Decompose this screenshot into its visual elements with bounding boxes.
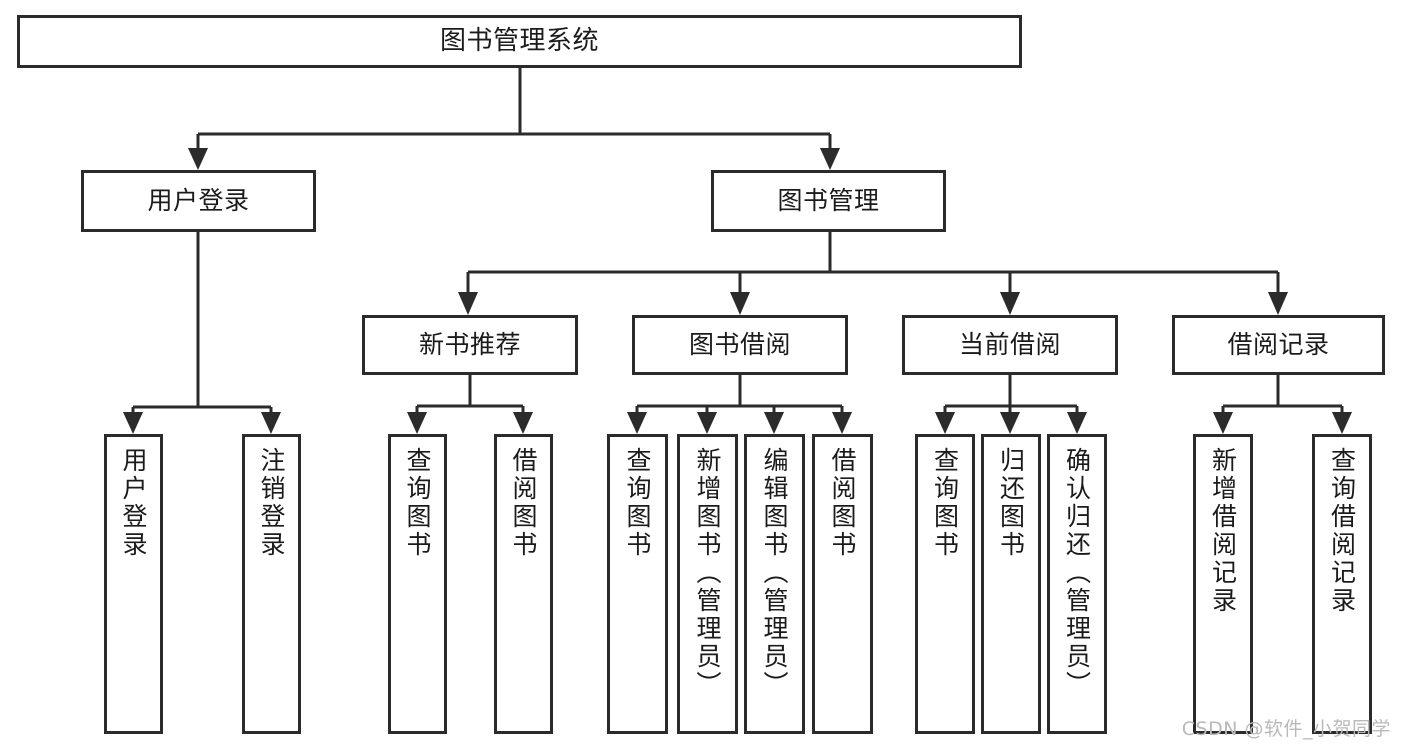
leaf-new-book-query-book[interactable]: 查询图书 [388, 434, 447, 734]
leaf-borrow-book-add-book-admin[interactable]: 新增图书（管理员） [677, 434, 738, 734]
arrowhead-new-book [458, 292, 478, 315]
leaf-current-borrow-query-book[interactable]: 查询图书 [915, 434, 975, 734]
node-borrow-record[interactable]: 借阅记录 [1172, 315, 1385, 375]
node-label: 图书管理 [777, 186, 880, 216]
node-label: 新书推荐 [418, 330, 521, 360]
node-root-book-management-system[interactable]: 图书管理系统 [17, 15, 1022, 68]
node-label: 新增借阅记录 [1208, 447, 1238, 615]
node-label: 借阅图书 [509, 447, 538, 559]
leaf-user-login-sign-in[interactable]: 用户登录 [104, 434, 163, 734]
node-label: 查询图书 [623, 447, 652, 559]
arrowhead-leaf-borrow-book-4 [832, 412, 852, 434]
arrowhead-leaf-user-login-1 [123, 412, 143, 434]
leaf-borrow-book-borrow-book[interactable]: 借阅图书 [812, 434, 873, 734]
node-current-borrow[interactable]: 当前借阅 [902, 315, 1118, 375]
arrowhead-leaf-borrow-record-2 [1332, 412, 1352, 434]
node-label: 用户登录 [147, 186, 250, 216]
arrowhead-leaf-borrow-book-1 [627, 412, 647, 434]
node-label: 图书管理系统 [439, 26, 599, 57]
node-label: 图书借阅 [688, 330, 791, 360]
leaf-current-borrow-confirm-return-admin[interactable]: 确认归还（管理员） [1047, 434, 1107, 734]
watermark: CSDN @软件_小贺同学 [1181, 718, 1391, 740]
node-label: 归还图书 [996, 447, 1026, 559]
leaf-current-borrow-return-book[interactable]: 归还图书 [981, 434, 1041, 734]
node-label: 新增图书（管理员） [693, 447, 722, 699]
node-label: 当前借阅 [958, 330, 1061, 360]
leaf-new-book-borrow-book[interactable]: 借阅图书 [494, 434, 553, 734]
node-label: 查询借阅记录 [1327, 447, 1357, 615]
arrowhead-leaf-current-borrow-2 [1000, 412, 1020, 434]
leaf-borrow-book-edit-book-admin[interactable]: 编辑图书（管理员） [744, 434, 805, 734]
leaf-user-login-sign-out[interactable]: 注销登录 [242, 434, 301, 734]
arrowhead-borrow-record [1268, 292, 1288, 315]
arrowhead-user-login [188, 148, 208, 170]
arrowhead-leaf-new-book-1 [407, 412, 427, 434]
arrowhead-leaf-borrow-book-2 [697, 412, 717, 434]
arrowhead-leaf-borrow-record-1 [1213, 412, 1233, 434]
arrowhead-leaf-current-borrow-3 [1067, 412, 1087, 434]
node-user-login[interactable]: 用户登录 [81, 170, 316, 232]
leaf-borrow-record-query-record[interactable]: 查询借阅记录 [1312, 434, 1372, 734]
node-new-book-recommendation[interactable]: 新书推荐 [362, 315, 578, 375]
arrowhead-current-borrow [1000, 292, 1020, 315]
node-label: 确认归还（管理员） [1062, 447, 1092, 699]
node-label: 查询图书 [403, 447, 432, 559]
node-label: 查询图书 [930, 447, 960, 559]
node-book-borrow[interactable]: 图书借阅 [632, 315, 848, 375]
arrowhead-leaf-user-login-2 [261, 412, 281, 434]
node-label: 编辑图书（管理员） [760, 447, 789, 699]
arrowhead-leaf-current-borrow-1 [935, 412, 955, 434]
arrowhead-borrow-book [730, 292, 750, 315]
node-label: 借阅记录 [1227, 330, 1330, 360]
leaf-borrow-record-add-record[interactable]: 新增借阅记录 [1193, 434, 1253, 734]
node-label: 用户登录 [119, 447, 148, 559]
arrowhead-leaf-borrow-book-3 [764, 412, 784, 434]
node-label: 注销登录 [257, 447, 286, 559]
arrowhead-leaf-new-book-2 [513, 412, 533, 434]
node-label: 借阅图书 [828, 447, 857, 559]
node-book-management[interactable]: 图书管理 [711, 170, 946, 232]
leaf-borrow-book-query-book[interactable]: 查询图书 [607, 434, 668, 734]
arrowhead-book-mgmt [820, 148, 840, 170]
